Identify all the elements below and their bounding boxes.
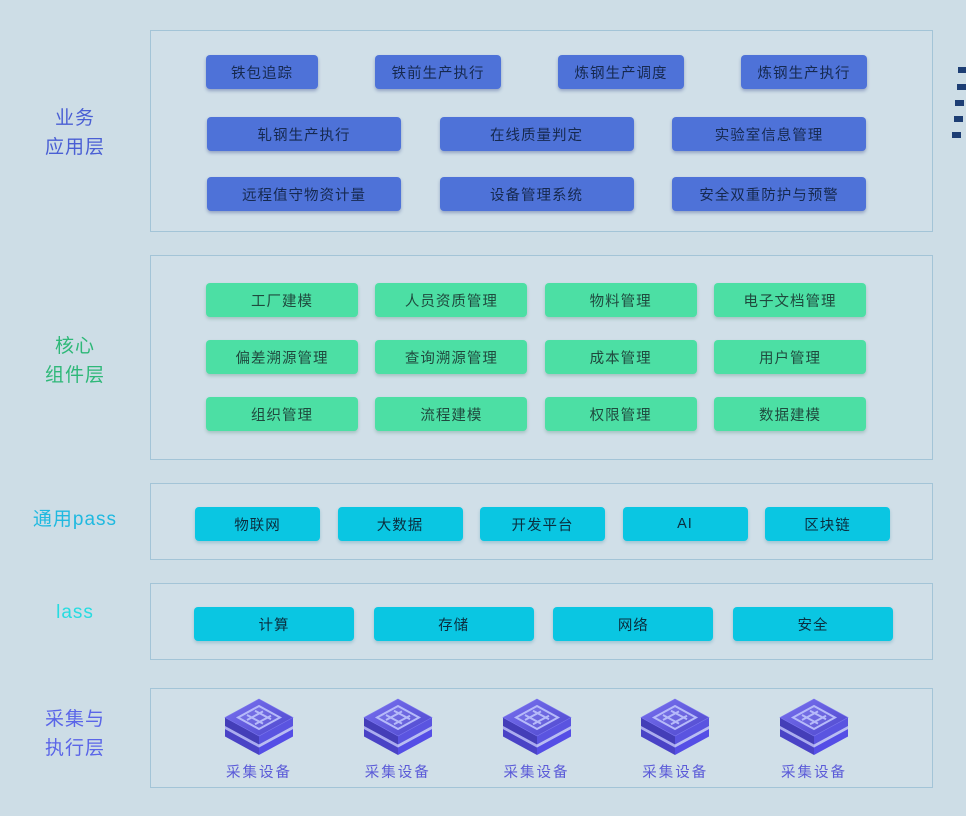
core-component-tile[interactable]: 工厂建模 — [206, 283, 358, 317]
paas-tile[interactable]: 物联网 — [195, 507, 320, 541]
button-row: 铁包追踪 铁前生产执行 炼钢生产调度 炼钢生产执行 — [206, 55, 867, 89]
edge-mark — [957, 84, 966, 90]
paas-tile[interactable]: 区块链 — [765, 507, 890, 541]
business-app-tile[interactable]: 炼钢生产执行 — [741, 55, 867, 89]
button-row: 物联网 大数据 开发平台 AI 区块链 — [195, 507, 890, 541]
business-app-tile[interactable]: 轧钢生产执行 — [207, 117, 401, 151]
device-row: 采集设备 采集设备 — [201, 696, 872, 782]
iaas-tile[interactable]: 网络 — [553, 607, 714, 641]
layer-label-paas: 通用pass — [0, 505, 150, 534]
layer-core-components: 工厂建模 人员资质管理 物料管理 电子文档管理 偏差溯源管理 查询溯源管理 成本… — [150, 255, 933, 460]
device-label: 采集设备 — [503, 765, 570, 781]
device-cube-icon — [363, 698, 433, 755]
core-component-tile[interactable]: 流程建模 — [375, 397, 528, 431]
button-row: 计算 存储 网络 安全 — [194, 607, 893, 641]
business-app-tile[interactable]: 在线质量判定 — [439, 117, 634, 151]
edge-mark — [954, 116, 963, 122]
device-cube-icon — [501, 698, 572, 755]
core-component-tile[interactable]: 用户管理 — [713, 340, 866, 374]
edge-mark — [955, 100, 964, 106]
button-row: 工厂建模 人员资质管理 物料管理 电子文档管理 — [206, 283, 866, 317]
layer-label-line: lass — [56, 602, 94, 623]
layer-label-line: 通用pass — [32, 509, 118, 530]
device-cube-icon — [779, 698, 849, 755]
paas-tile[interactable]: 开发平台 — [480, 507, 605, 541]
business-app-tile[interactable]: 远程值守物资计量 — [207, 177, 401, 211]
button-row: 组织管理 流程建模 权限管理 数据建模 — [206, 397, 866, 431]
layer-label-business: 业务 应用层 — [0, 104, 150, 162]
collection-device[interactable]: 采集设备 — [340, 696, 456, 782]
core-component-tile[interactable]: 查询溯源管理 — [375, 340, 528, 374]
paas-tile[interactable]: 大数据 — [337, 507, 463, 541]
edge-mark — [952, 132, 961, 138]
collection-device[interactable]: 采集设备 — [479, 696, 595, 782]
core-component-tile[interactable]: 物料管理 — [544, 283, 697, 317]
core-component-tile[interactable]: 人员资质管理 — [375, 283, 528, 317]
business-app-tile[interactable]: 炼钢生产调度 — [558, 55, 684, 89]
business-app-tile[interactable]: 安全双重防护与预警 — [672, 177, 866, 211]
layer-generic-paas: 物联网 大数据 开发平台 AI 区块链 — [150, 483, 933, 560]
layer-label-line: 应用层 — [44, 137, 105, 158]
layer-collection-execution: 采集设备 采集设备 — [150, 688, 933, 788]
layer-label-devices: 采集与 执行层 — [0, 705, 150, 763]
device-label: 采集设备 — [642, 765, 709, 781]
business-app-tile[interactable]: 铁前生产执行 — [375, 55, 501, 89]
device-cube-icon — [640, 698, 710, 755]
core-component-tile[interactable]: 组织管理 — [206, 397, 358, 431]
iaas-tile[interactable]: 存储 — [373, 607, 534, 641]
collection-device[interactable]: 采集设备 — [617, 696, 733, 782]
layer-label-line: 采集与 — [44, 709, 105, 730]
collection-device[interactable]: 采集设备 — [756, 696, 872, 782]
business-app-tile[interactable]: 实验室信息管理 — [672, 117, 866, 151]
collection-device[interactable]: 采集设备 — [201, 696, 317, 782]
device-cube-icon — [224, 698, 294, 755]
edge-mark — [958, 67, 966, 73]
layer-label-line: 组件层 — [44, 365, 105, 386]
core-component-tile[interactable]: 数据建模 — [713, 397, 866, 431]
button-row: 偏差溯源管理 查询溯源管理 成本管理 用户管理 — [206, 340, 866, 374]
layer-business-applications: 铁包追踪 铁前生产执行 炼钢生产调度 炼钢生产执行 轧钢生产执行 在线质量判定 … — [150, 30, 933, 232]
device-label: 采集设备 — [364, 765, 431, 781]
layer-label-core: 核心 组件层 — [0, 332, 150, 390]
layer-label-iaas: lass — [0, 598, 150, 627]
business-app-tile[interactable]: 铁包追踪 — [206, 55, 318, 89]
layer-label-line: 执行层 — [44, 738, 105, 759]
business-app-tile[interactable]: 设备管理系统 — [439, 177, 634, 211]
core-component-tile[interactable]: 电子文档管理 — [713, 283, 866, 317]
layer-iaas: 计算 存储 网络 安全 — [150, 583, 933, 660]
iaas-tile[interactable]: 计算 — [194, 607, 354, 641]
paas-tile[interactable]: AI — [622, 507, 748, 541]
core-component-tile[interactable]: 偏差溯源管理 — [206, 340, 358, 374]
iaas-tile[interactable]: 安全 — [732, 607, 893, 641]
button-row: 轧钢生产执行 在线质量判定 实验室信息管理 — [207, 117, 866, 151]
layer-label-line: 业务 — [54, 108, 95, 129]
device-label: 采集设备 — [781, 765, 847, 781]
button-row: 远程值守物资计量 设备管理系统 安全双重防护与预警 — [207, 177, 866, 211]
device-label: 采集设备 — [226, 765, 292, 781]
core-component-tile[interactable]: 权限管理 — [544, 397, 697, 431]
core-component-tile[interactable]: 成本管理 — [544, 340, 697, 374]
layer-label-line: 核心 — [54, 336, 95, 357]
